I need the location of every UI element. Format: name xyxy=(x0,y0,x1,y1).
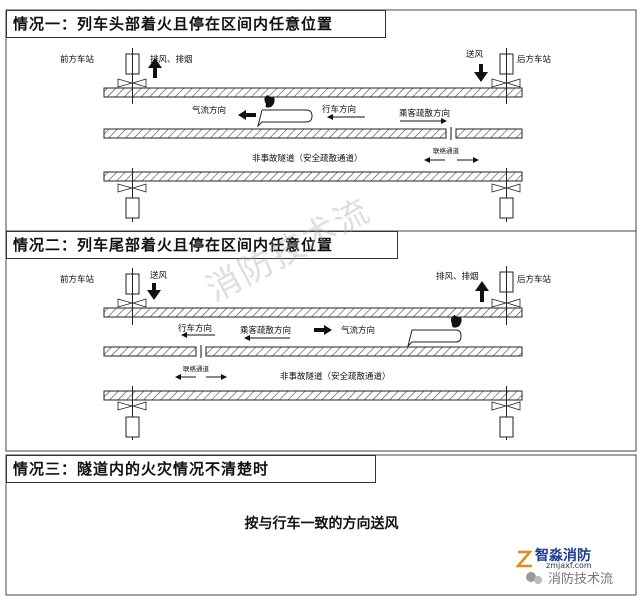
case2-airflow-arrow xyxy=(314,325,332,335)
case1-fire-icon xyxy=(264,95,275,108)
wechat-account: 消防技术流 xyxy=(548,572,614,587)
case1-non-accident-tunnel-label: 非事故隧道（安全疏散通道） xyxy=(252,154,363,164)
case2-title: 情况二：列车尾部着火且停在区间内任意位置 xyxy=(6,231,398,259)
case1-airflow-label: 气流方向 xyxy=(192,106,227,116)
case2-train-dir-label: 行车方向 xyxy=(178,324,213,334)
case2-tunnels xyxy=(103,307,523,401)
case1-supply-arrow xyxy=(474,64,488,82)
case2-rear-shaft xyxy=(491,266,521,325)
case2-front-shaft xyxy=(117,268,147,325)
case1-supply-label: 送风 xyxy=(466,50,484,60)
logo-mark-icon xyxy=(515,550,533,568)
case2-airflow-label: 气流方向 xyxy=(341,326,376,336)
case1-exhaust-arrow xyxy=(148,58,162,78)
case1-rear-shaft xyxy=(491,48,521,104)
case1-mid-wall-right xyxy=(455,128,523,139)
case1-cross-passage-label: 联络通道 xyxy=(433,147,459,155)
case1-rear-station-label: 后方车站 xyxy=(517,55,552,65)
case2-evac-dir-label: 乘客疏散方向 xyxy=(240,326,292,336)
case2-supply-label: 送风 xyxy=(150,271,168,281)
case2-cross-passage-label: 联络通道 xyxy=(183,365,209,373)
case1-exhaust-label: 排风、排烟 xyxy=(150,55,193,65)
case1-airflow-arrow xyxy=(238,110,256,120)
case2-non-accident-tunnel-label: 非事故隧道（安全疏散通道） xyxy=(280,372,391,382)
case2-panel xyxy=(5,230,637,452)
case1-front-shaft xyxy=(117,48,147,104)
case1-train-dir-label: 行车方向 xyxy=(322,105,357,115)
logo-name: 智淼消防 xyxy=(535,548,591,564)
case1-panel xyxy=(5,9,637,232)
case1-bottom-wall xyxy=(103,171,523,182)
case2-front-station-label: 前方车站 xyxy=(60,275,95,285)
case2-rear-shaft-bottom xyxy=(491,386,521,440)
case3-instruction: 按与行车一致的方向送风 xyxy=(244,516,399,532)
case1-mid-wall-left xyxy=(103,128,447,139)
case1-front-shaft-bottom xyxy=(117,168,147,222)
case2-rear-station-label: 后方车站 xyxy=(517,275,552,285)
case2-exhaust-arrow xyxy=(475,281,489,302)
case1-title: 情况一：列车头部着火且停在区间内任意位置 xyxy=(6,10,386,38)
case1-top-wall xyxy=(103,87,523,98)
case3-title: 情况三：隧道内的火灾情况不清楚时 xyxy=(6,455,376,483)
case1-evac-dir-label: 乘客疏散方向 xyxy=(399,109,451,119)
case2-front-shaft-bottom xyxy=(117,386,147,440)
wechat-icon xyxy=(526,572,542,584)
case2-train xyxy=(407,329,462,348)
case2-fire-icon xyxy=(451,315,462,328)
case1-rear-shaft-bottom xyxy=(491,168,521,222)
case2-supply-arrow xyxy=(147,283,161,300)
case1-train xyxy=(257,109,313,128)
case1-front-station-label: 前方车站 xyxy=(60,55,95,65)
case2-exhaust-label: 排风、排烟 xyxy=(436,272,479,282)
case1-tunnels xyxy=(103,87,523,182)
logo-url: zmjaxf.com xyxy=(546,561,592,570)
